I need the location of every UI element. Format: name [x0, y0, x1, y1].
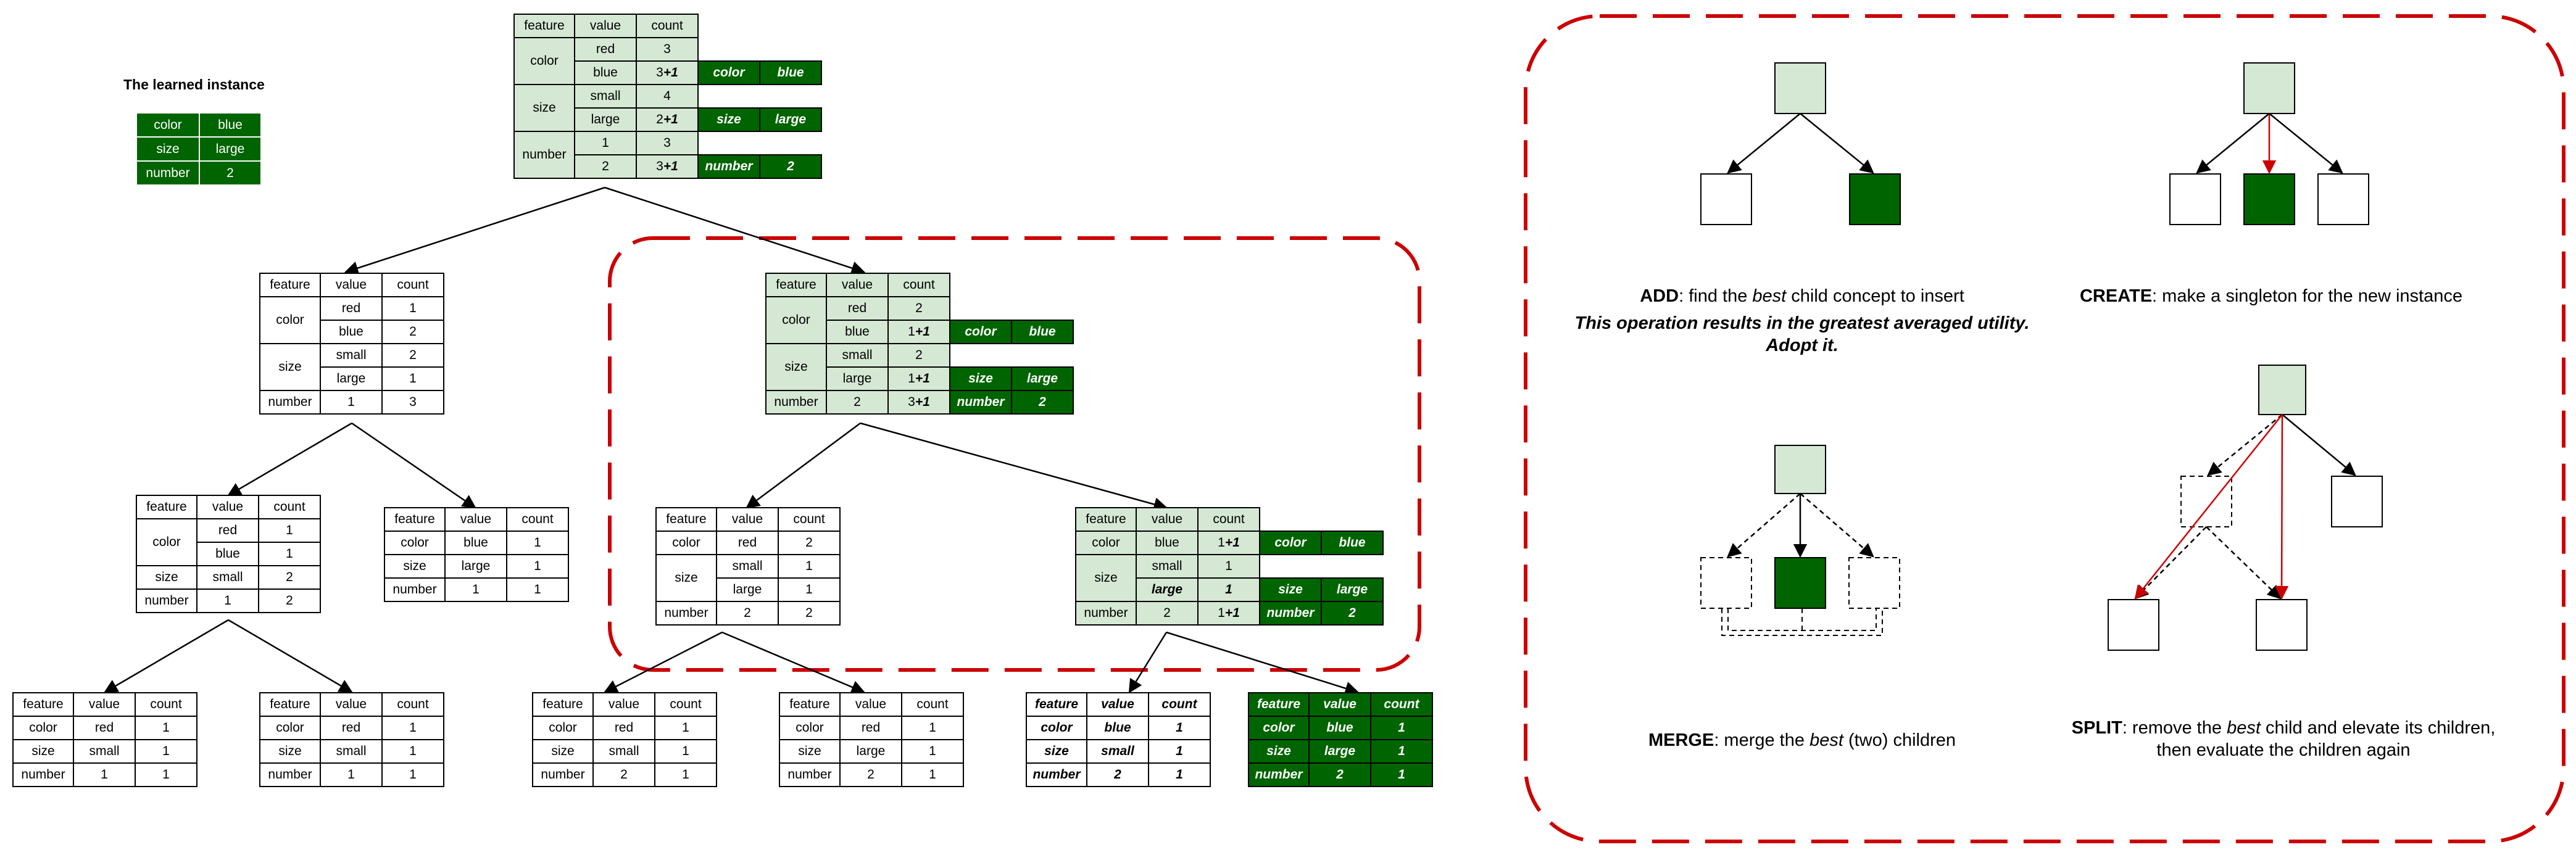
add-note: This operation results in the greatest a…	[1574, 313, 2030, 355]
merge-caption: MERGE: merge the best (two) children	[1648, 730, 1956, 750]
edge-left-lr	[351, 422, 476, 509]
highlight-frame	[608, 236, 1421, 672]
edge-rr-leaf5	[1128, 632, 1168, 693]
edge-root-right	[604, 186, 866, 275]
learned-instance-title: The learned instance	[123, 76, 265, 93]
split-caption: SPLIT: remove the best child and elevate…	[2071, 718, 2496, 760]
edge-right-rl	[746, 422, 861, 509]
edge-root-left	[344, 186, 605, 275]
create-diagram	[2169, 62, 2369, 225]
edge-rl-leaf4	[721, 631, 866, 694]
add-diagram	[1700, 62, 1901, 225]
edge-right-rr	[860, 422, 1168, 511]
merge-diagram	[1700, 445, 1900, 636]
edge-left-ll	[227, 422, 352, 497]
edge-ll-leaf1	[104, 619, 229, 693]
edge-rr-leaf6	[1166, 631, 1360, 695]
edge-ll-leaf2	[228, 619, 353, 693]
split-diagram	[2108, 365, 2383, 651]
operations-frame	[1524, 14, 2566, 843]
create-caption: CREATE: make a singleton for the new ins…	[2079, 286, 2463, 306]
add-caption: ADD: find the best child concept to inse…	[1640, 286, 1964, 306]
edge-rl-leaf3	[603, 631, 723, 693]
